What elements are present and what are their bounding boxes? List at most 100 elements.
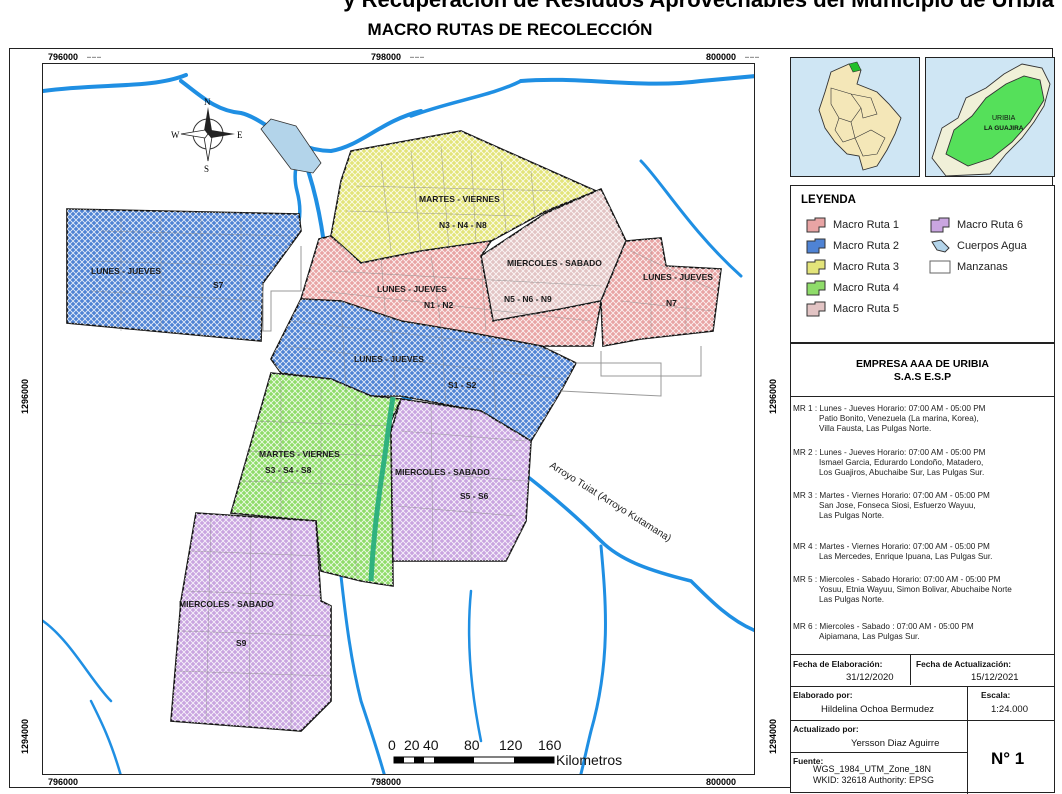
compass-w-label: W [171, 130, 180, 140]
legend-label-mr3: Macro Ruta 3 [833, 261, 900, 273]
divider [967, 720, 968, 794]
route-labels: MARTES - VIERNES N3 - N4 - N8 MIERCOLES … [91, 194, 713, 648]
city-blocks [90, 145, 717, 729]
legend-item-mr3: Macro Ruta 3 [805, 259, 899, 275]
divider [967, 686, 968, 720]
route-label-mr1b-days: LUNES - JUEVES [643, 272, 713, 282]
legend-swatch-mr3 [806, 259, 826, 275]
compass-n-label: N [204, 97, 211, 107]
legend-swatch-mr4 [806, 280, 826, 296]
inset-colombia [790, 57, 920, 177]
legend-swatch-mr5 [806, 301, 826, 317]
route-label-mr3-days: MARTES - VIERNES [419, 194, 500, 204]
coord-right-1294000: 1294000 [768, 718, 778, 754]
route-label-mr3-sectors: N3 - N4 - N8 [439, 220, 487, 230]
company-name-line2: S.A.S E.S.P [893, 371, 952, 384]
legend-item-water: Cuerpos Agua [929, 238, 1027, 254]
legend-swatch-mr6 [930, 217, 950, 233]
route-mr1-polygon-b [600, 237, 722, 347]
route-label-mr4-sectors: S3 - S4 - S8 [265, 465, 312, 475]
scale-tick-20: 20 [404, 737, 420, 753]
fecha-elaboracion-value: 31/12/2020 [846, 672, 894, 683]
coord-top-796000: 796000 [48, 52, 79, 62]
schedule-mr2-line2: Los Guajiros, Abuchaibe Sur, Las Pulgas … [819, 467, 985, 477]
schedule-mr5-head: MR 5 : Miercoles - Sabado Horario: 07:00… [793, 575, 1001, 584]
coord-tick-mark: ▬▬▬ [745, 54, 760, 59]
coord-tick-mark: ▬▬▬ [87, 54, 102, 59]
route-label-mr6a-sectors: S5 - S6 [460, 491, 489, 501]
route-label-mr6b-sectors: S9 [236, 638, 247, 648]
schedule-mr5: MR 5 : Miercoles - Sabado Horario: 07:00… [793, 575, 1055, 605]
route-label-mr6b-days: MIERCOLES - SABADO [179, 599, 274, 609]
schedule-mr1-head: MR 1 : Lunes - Jueves Horario: 07:00 AM … [793, 404, 986, 413]
manzanas-outlines [262, 246, 702, 397]
divider [910, 654, 911, 685]
map-title: MACRO RUTAS DE RECOLECCIÓN [367, 20, 653, 39]
inset-label-guajira: LA GUAJIRA [984, 125, 1024, 132]
main-map: MARTES - VIERNES N3 - N4 - N8 MIERCOLES … [42, 63, 755, 775]
route-label-mr2b-sectors: S1 - S2 [448, 380, 477, 390]
header-strip: y Recuperación de Residuos Aprovechables… [0, 0, 1062, 18]
company-name: EMPRESA AAA DE URIBIA S.A.S E.S.P [791, 358, 1054, 384]
coord-right-1296000: 1296000 [768, 378, 778, 414]
escala-value: 1:24.000 [991, 704, 1028, 715]
elaborado-value: Hildelina Ochoa Bermudez [821, 704, 935, 715]
schedule-mr4-line1: Las Mercedes, Enrique Ipuana, Las Pulgas… [819, 551, 993, 561]
separator [791, 752, 967, 753]
legend-swatch-water [931, 239, 950, 253]
header-strip-text: y Recuperación de Residuos Aprovechables… [343, 0, 1054, 13]
stream-label: Arroyo Tuiat (Arroyo Kutamana) [547, 460, 673, 544]
schedule-mr5-line1: Yosuu, Etnia Wayuu, Simon Bolivar, Abuch… [819, 584, 1012, 594]
route-label-mr6a-days: MIERCOLES - SABADO [395, 467, 490, 477]
separator [791, 686, 1054, 687]
route-label-mr5-days: MIERCOLES - SABADO [507, 258, 602, 268]
legend-label-mr6: Macro Ruta 6 [957, 219, 1024, 231]
route-label-mr2a-sectors: S7 [213, 280, 224, 290]
company-panel: EMPRESA AAA DE URIBIA S.A.S E.S.P MR 1 :… [790, 343, 1055, 794]
route-label-mr1a-sectors: N1 - N2 [424, 300, 454, 310]
schedule-mr3-line1: San Jose, Fonseca Siosi, Esfuerzo Wayuu, [819, 500, 976, 510]
schedule-mr3: MR 3 : Martes - Viernes Horario: 07:00 A… [793, 491, 1055, 521]
separator [791, 396, 1054, 397]
legend-label-mr4: Macro Ruta 4 [833, 282, 900, 294]
escala-label: Escala: [981, 690, 1011, 700]
separator [791, 720, 1054, 721]
scale-bar [393, 756, 555, 764]
coord-bottom-800000: 800000 [706, 777, 737, 787]
schedule-mr2: MR 2 : Lunes - Jueves Horario: 07:00 AM … [793, 448, 1055, 478]
fecha-actualizacion-label: Fecha de Actualización: [916, 659, 1012, 669]
legend-item-mr2: Macro Ruta 2 [805, 238, 899, 254]
schedule-mr1-line2: Villa Fausta, Las Pulgas Norte. [819, 423, 932, 433]
route-mr2-polygon-a [66, 208, 302, 342]
company-name-line1: EMPRESA AAA DE URIBIA [855, 358, 989, 370]
inset-label-uribia: URIBIA [992, 115, 1016, 122]
actualizado-label: Actualizado por: [793, 724, 859, 734]
fecha-actualizacion-value: 15/12/2021 [971, 672, 1019, 683]
compass-s-label: S [204, 164, 209, 174]
actualizado-value: Yersson Diaz Aguirre [851, 738, 940, 749]
schedule-mr1: MR 1 : Lunes - Jueves Horario: 07:00 AM … [793, 404, 1055, 434]
route-label-mr4-days: MARTES - VIERNES [259, 449, 340, 459]
coord-top-798000: 798000 [371, 52, 402, 62]
legend-label-mr2: Macro Ruta 2 [833, 240, 900, 252]
route-mr6-polygon-a [390, 398, 532, 562]
separator [791, 654, 1054, 655]
inset-guajira: URIBIA LA GUAJIRA [925, 57, 1055, 177]
schedule-mr4-head: MR 4 : Martes - Viernes Horario: 07:00 A… [793, 542, 990, 551]
scale-tick-40: 40 [423, 737, 439, 753]
coord-bottom-796000: 796000 [48, 777, 79, 787]
route-label-mr2b-days: LUNES - JUEVES [354, 354, 424, 364]
coord-left-1294000: 1294000 [20, 718, 30, 754]
schedule-mr5-line2: Las Pulgas Norte. [819, 594, 885, 604]
elaborado-label: Elaborado por: [793, 690, 853, 700]
coord-tick-mark: ▬▬▬ [410, 54, 425, 59]
water-body [260, 118, 322, 174]
route-mr3-polygon [330, 130, 599, 264]
schedule-mr6: MR 6 : Miercoles - Sabado : 07:00 AM - 0… [793, 622, 1055, 642]
schedule-mr4: MR 4 : Martes - Viernes Horario: 07:00 A… [793, 542, 1055, 562]
schedule-mr2-line1: Ismael Garcia, Edurardo Londoño, Matader… [819, 457, 984, 467]
legend-swatch-mr2 [806, 238, 826, 254]
legend-item-manzanas: Manzanas [929, 259, 1008, 275]
legend-item-mr4: Macro Ruta 4 [805, 280, 899, 296]
inset-colombia-map [818, 61, 902, 171]
